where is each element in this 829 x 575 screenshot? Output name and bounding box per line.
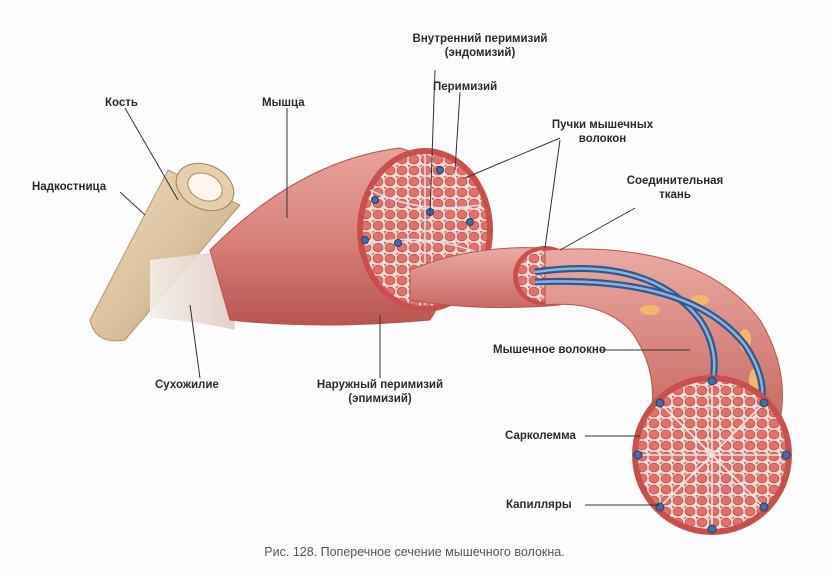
label-tendon: Сухожилие <box>155 379 219 391</box>
label-perimysium: Перимизий <box>433 81 498 93</box>
label-endomysium-line2: (эндомизий) <box>444 47 516 59</box>
label-capillaries: Капилляры <box>506 499 572 511</box>
label-bundles-line1: Пучки мышечных <box>551 119 654 131</box>
figure-caption: Рис. 128. Поперечное сечение мышечного в… <box>264 545 565 559</box>
tendon <box>150 250 235 330</box>
endomysium-capillary-dots <box>361 166 474 247</box>
label-epimysium: Наружный перимизий (эпимизий) <box>305 378 455 406</box>
label-bundles-line2: волокон <box>578 133 627 145</box>
label-periosteum: Надкостница <box>32 181 107 193</box>
label-connective-line2: ткань <box>659 189 691 201</box>
label-endomysium-line1: Внутренний перимизий <box>412 33 548 45</box>
label-connective-line1: Соединительная <box>626 175 724 187</box>
label-muscle-fiber: Мышечное волокно <box>493 344 606 356</box>
bone <box>89 162 241 342</box>
label-muscle: Мышца <box>262 97 305 109</box>
fiber-cross-section <box>632 375 792 535</box>
label-sarcolemma: Сарколемма <box>505 430 576 442</box>
leader-lines <box>119 69 690 506</box>
label-bone: Кость <box>105 97 138 109</box>
label-endomysium: Внутренний перимизий (эндомизий) <box>400 32 560 60</box>
label-epimysium-line2: (эпимизий) <box>348 393 412 405</box>
label-bundles: Пучки мышечных волокон <box>545 118 660 146</box>
label-connective: Соединительная ткань <box>620 174 730 202</box>
capillaries <box>534 264 766 401</box>
label-epimysium-line1: Наружный перимизий <box>316 379 444 391</box>
